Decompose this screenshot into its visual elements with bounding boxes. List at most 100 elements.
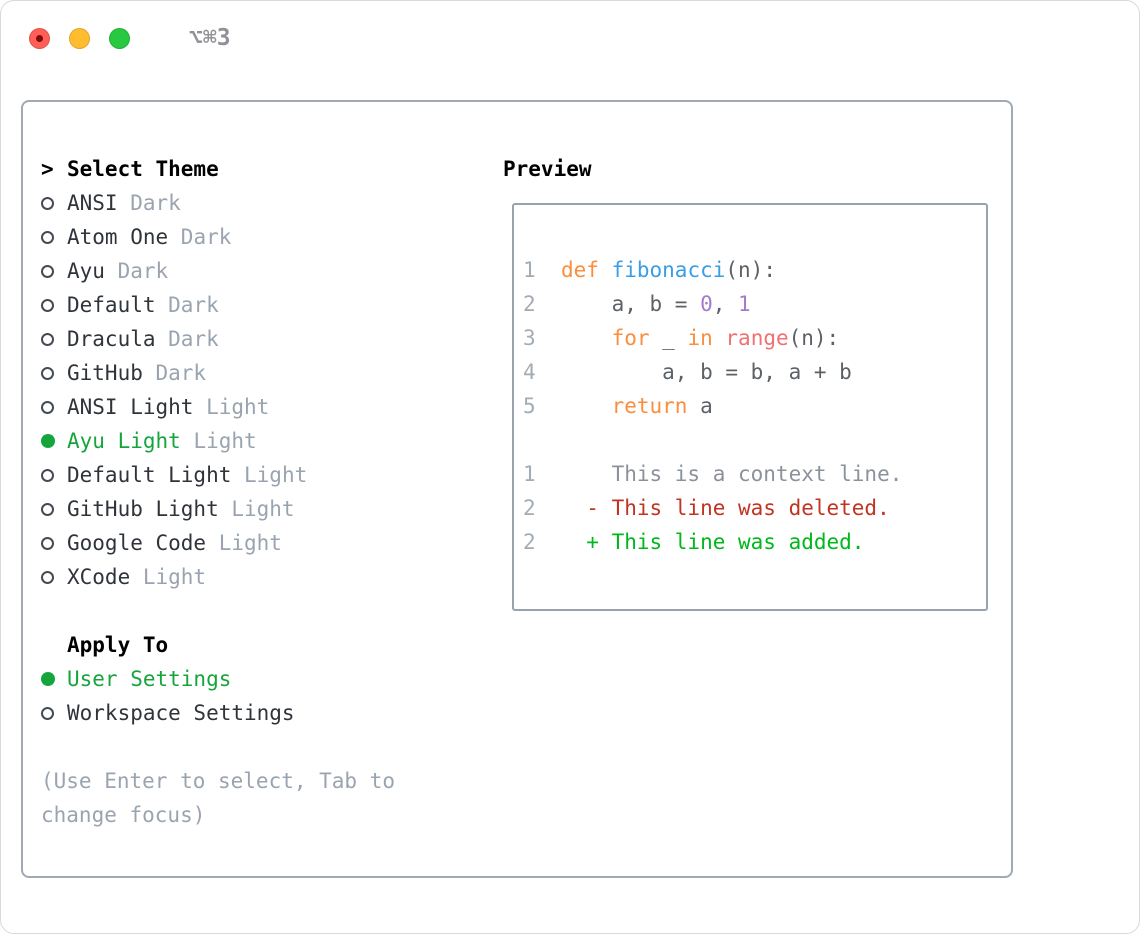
- zoom-button[interactable]: [109, 27, 130, 49]
- spacer: [41, 594, 395, 628]
- code-line: [523, 423, 986, 457]
- theme-name: Ayu: [67, 259, 105, 283]
- code-token: + This line was added.: [561, 530, 865, 554]
- window-title: ⌥⌘3: [189, 25, 231, 51]
- hint-line-1: (Use Enter to select, Tab to: [41, 769, 396, 793]
- radio-marker: [41, 696, 67, 730]
- theme-option[interactable]: Dracula Dark: [41, 322, 395, 356]
- code-token: This is a context line.: [561, 462, 903, 486]
- radio-selected-icon: [41, 672, 55, 686]
- radio-icon: [41, 400, 54, 414]
- theme-variant: Dark: [117, 191, 181, 215]
- line-number: 1: [523, 258, 536, 282]
- theme-option[interactable]: GitHub Dark: [41, 356, 395, 390]
- radio-icon: [41, 502, 54, 516]
- radio-selected-icon: [41, 434, 55, 448]
- code-token: range: [725, 326, 789, 350]
- radio-marker: [41, 322, 67, 356]
- theme-option[interactable]: Default Light Light: [41, 458, 395, 492]
- minimize-button[interactable]: [69, 27, 90, 49]
- line-number: 2: [523, 496, 536, 520]
- theme-option[interactable]: ANSI Dark: [41, 186, 395, 220]
- code-token: [561, 326, 612, 350]
- radio-marker: [41, 662, 67, 696]
- theme-option[interactable]: Atom One Dark: [41, 220, 395, 254]
- code-token: [599, 258, 612, 282]
- line-number: 1: [523, 462, 536, 486]
- theme-variant: Light: [218, 497, 295, 521]
- theme-option[interactable]: Google Code Light: [41, 526, 395, 560]
- radio-icon: [41, 230, 54, 244]
- theme-variant: Light: [130, 565, 207, 589]
- radio-marker: [41, 560, 67, 594]
- radio-icon: [41, 196, 54, 210]
- spacer: [41, 730, 395, 764]
- radio-marker: [41, 390, 67, 424]
- radio-icon: [41, 298, 54, 312]
- theme-name: Default Light: [67, 463, 232, 487]
- theme-variant: Light: [206, 531, 282, 555]
- code-line: 3 for _ in range(n):: [523, 321, 986, 355]
- code-token: [713, 326, 726, 350]
- radio-icon: [41, 264, 54, 278]
- select-theme-heading: Select Theme: [67, 157, 219, 181]
- theme-name: Dracula: [67, 327, 156, 351]
- line-number: 3: [523, 326, 536, 350]
- apply-to-heading: Apply To: [67, 633, 169, 657]
- code-token: _: [649, 326, 688, 350]
- hint-line-2: change focus): [41, 803, 206, 827]
- theme-option[interactable]: Default Dark: [41, 288, 395, 322]
- preview-heading: Preview: [503, 157, 592, 181]
- code-token: def: [561, 258, 599, 282]
- theme-variant: Light: [231, 463, 308, 487]
- radio-marker: [41, 356, 67, 390]
- close-button[interactable]: [29, 27, 50, 49]
- radio-icon: [41, 536, 54, 550]
- theme-variant: Light: [193, 395, 270, 419]
- line-number: 2: [523, 530, 536, 554]
- theme-name: GitHub: [67, 361, 143, 385]
- apply-option[interactable]: Workspace Settings: [41, 696, 395, 730]
- theme-option[interactable]: Ayu Light Light: [41, 424, 395, 458]
- code-line: 5 return a: [523, 389, 986, 423]
- theme-name: GitHub Light: [67, 497, 219, 521]
- radio-marker: [41, 186, 67, 220]
- theme-option[interactable]: GitHub Light Light: [41, 492, 395, 526]
- line-number: 5: [523, 394, 536, 418]
- code-token: 1: [738, 292, 751, 316]
- theme-name: ANSI: [67, 191, 118, 215]
- theme-option[interactable]: XCode Light: [41, 560, 395, 594]
- theme-option[interactable]: ANSI Light Light: [41, 390, 395, 424]
- titlebar: ⌥⌘3: [1, 1, 1139, 75]
- apply-to-header: Apply To: [41, 628, 395, 662]
- code-line: 2 + This line was added.: [523, 525, 986, 559]
- radio-marker: [41, 492, 67, 526]
- code-token: ,: [712, 292, 739, 316]
- radio-icon: [41, 366, 54, 380]
- radio-icon: [41, 706, 54, 720]
- theme-name: ANSI Light: [67, 395, 194, 419]
- code-token: [561, 394, 612, 418]
- theme-name: Google Code: [67, 531, 207, 555]
- code-token: for: [611, 326, 650, 350]
- line-number: 2: [523, 292, 536, 316]
- theme-name: Default: [67, 293, 156, 317]
- code-token: - This line was deleted.: [561, 496, 890, 520]
- radio-icon: [41, 570, 54, 584]
- radio-marker: [41, 424, 67, 458]
- code-token: 0: [700, 292, 713, 316]
- code-line: 1 This is a context line.: [523, 457, 986, 491]
- apply-option[interactable]: User Settings: [41, 662, 395, 696]
- line-number: 4: [523, 360, 536, 384]
- select-theme-header: > Select Theme: [41, 152, 395, 186]
- theme-name: Atom One: [67, 225, 169, 249]
- code-token: a, b = b, a + b: [561, 360, 852, 384]
- code-line: 2 - This line was deleted.: [523, 491, 986, 525]
- radio-icon: [41, 332, 54, 346]
- theme-option[interactable]: Ayu Dark: [41, 254, 395, 288]
